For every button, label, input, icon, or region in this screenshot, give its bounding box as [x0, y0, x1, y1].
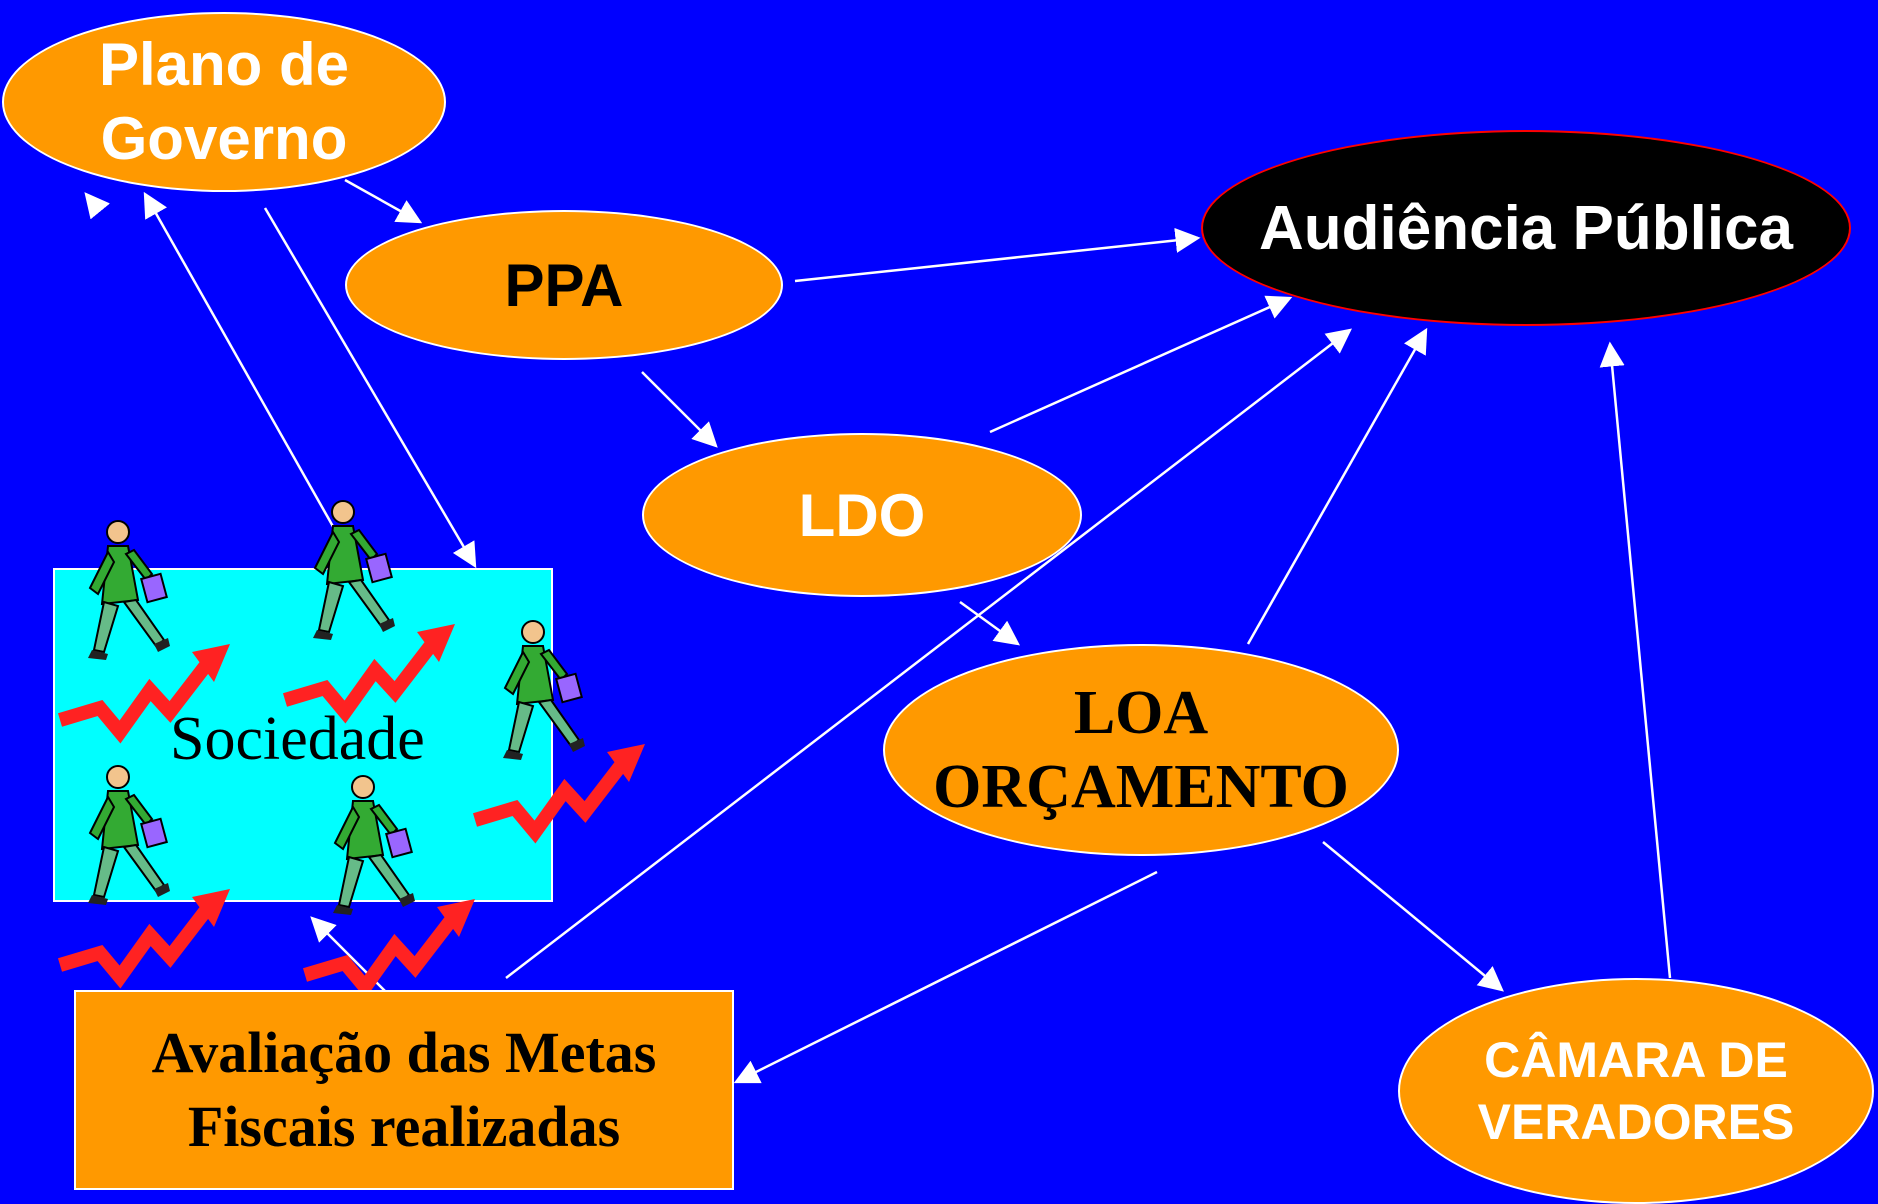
avaliacao-metas-box: Avaliação das Metas Fiscais realizadas — [74, 990, 734, 1190]
arrow-loa-to-camara — [1322, 841, 1504, 992]
plano-line-2: Governo — [100, 105, 348, 172]
loa-line-1: LOA — [1073, 679, 1209, 747]
arrow-camara-to-audiencia — [1599, 341, 1672, 979]
ppa-label: PPA — [504, 251, 624, 319]
arrow-loa-to-avaliacao — [733, 870, 1158, 1084]
audiencia-publica-node: Audiência Pública — [1201, 130, 1851, 326]
arrow-plano-to-ppa — [344, 178, 423, 224]
arrow-ppa-to-ldo — [641, 371, 718, 448]
arrow-ldo-to-loa — [959, 600, 1021, 646]
plano-line-1: Plano de — [98, 31, 350, 98]
avaliacao-line-2: Fiscais realizadas — [187, 1094, 621, 1159]
walking-businessman-icon — [305, 776, 475, 987]
connector-arrows — [84, 178, 1672, 1084]
audiencia-label: Audiência Pública — [1258, 193, 1794, 263]
camara-de-veradores-node: CÂMARA DE VERADORES — [1398, 978, 1874, 1204]
camara-line-1: CÂMARA DE — [1484, 1032, 1788, 1088]
ldo-label: LDO — [798, 481, 926, 549]
arrow-sociedade-to-plano — [143, 191, 337, 531]
loa-orcamento-node: LOA ORÇAMENTO — [883, 644, 1399, 856]
ppa-node: PPA — [345, 210, 783, 360]
arrow-loa-to-audiencia — [1246, 327, 1428, 645]
sociedade-label: Sociedade — [170, 705, 425, 773]
loa-line-2: ORÇAMENTO — [933, 753, 1349, 821]
ldo-node: LDO — [642, 433, 1082, 597]
arrow-avaliacao-to-audiencia — [505, 328, 1352, 979]
walking-businessman-icon — [475, 621, 645, 832]
arrow-ppa-to-audiencia — [794, 227, 1201, 283]
walking-businessman-icon — [60, 521, 230, 732]
walking-businessman-icon — [60, 766, 230, 977]
arrow-plano-to-sociedade — [263, 207, 477, 569]
plano-de-governo-node: Plano de Governo — [2, 12, 446, 192]
walking-businessman-icon — [285, 501, 455, 712]
avaliacao-line-1: Avaliação das Metas — [151, 1020, 657, 1085]
arrow-plano-small — [84, 192, 110, 220]
arrow-ldo-to-audiencia — [989, 295, 1293, 434]
camara-line-2: VERADORES — [1477, 1094, 1795, 1150]
